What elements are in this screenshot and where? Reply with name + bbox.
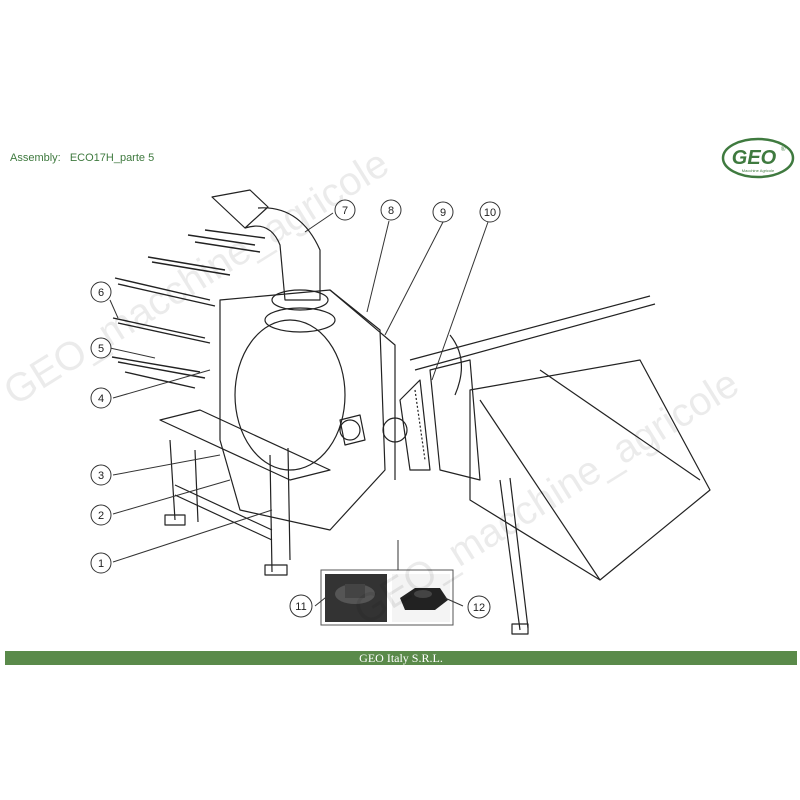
callout-4 <box>90 387 112 409</box>
callout-label-9: 9 <box>440 207 446 219</box>
callout-label-12: 12 <box>473 602 485 614</box>
callout-11 <box>289 594 313 618</box>
geo-logo: GEO ® Macchine Agricole <box>721 137 795 179</box>
callout-5 <box>90 337 112 359</box>
leader-lines <box>109 212 489 607</box>
callout-3 <box>90 464 112 486</box>
callout-label-5: 5 <box>98 343 104 355</box>
footer-company: GEO Italy S.R.L. <box>359 651 443 665</box>
logo-text: GEO <box>732 147 777 169</box>
callout-labels: 1 2 3 4 5 6 7 8 9 10 11 12 <box>98 205 496 614</box>
callout-7 <box>334 199 356 221</box>
assembly-label: Assembly: <box>10 152 61 164</box>
callout-circles <box>90 199 501 619</box>
callout-label-10: 10 <box>484 207 496 219</box>
logo-tagline: Macchine Agricole <box>742 168 775 173</box>
callout-10 <box>479 201 501 223</box>
assembly-title: Assembly: ECO17H_parte 5 <box>10 152 160 164</box>
callout-label-3: 3 <box>98 470 104 482</box>
assembly-name: ECO17H_parte 5 <box>69 152 155 164</box>
svg-text:®: ® <box>781 146 786 153</box>
callout-2 <box>90 504 112 526</box>
machine-frame <box>159 409 331 576</box>
callout-8 <box>380 199 402 221</box>
callout-label-7: 7 <box>342 205 348 217</box>
callout-label-2: 2 <box>98 510 104 522</box>
callout-label-6: 6 <box>98 287 104 299</box>
inset-photos <box>320 569 454 626</box>
callout-label-8: 8 <box>388 205 394 217</box>
callout-label-1: 1 <box>98 558 104 570</box>
drive-section <box>382 379 431 471</box>
rotor-housing <box>219 289 396 531</box>
discharge-chute <box>211 189 336 333</box>
feed-hopper <box>409 295 711 635</box>
callout-6 <box>90 281 112 303</box>
footer-bar: GEO Italy S.R.L. <box>5 651 797 665</box>
callout-label-4: 4 <box>98 393 104 405</box>
callout-1 <box>90 552 112 574</box>
bolt-set <box>111 229 266 389</box>
callout-9 <box>432 201 454 223</box>
callout-label-11: 11 <box>295 601 306 613</box>
callout-12 <box>467 595 491 619</box>
